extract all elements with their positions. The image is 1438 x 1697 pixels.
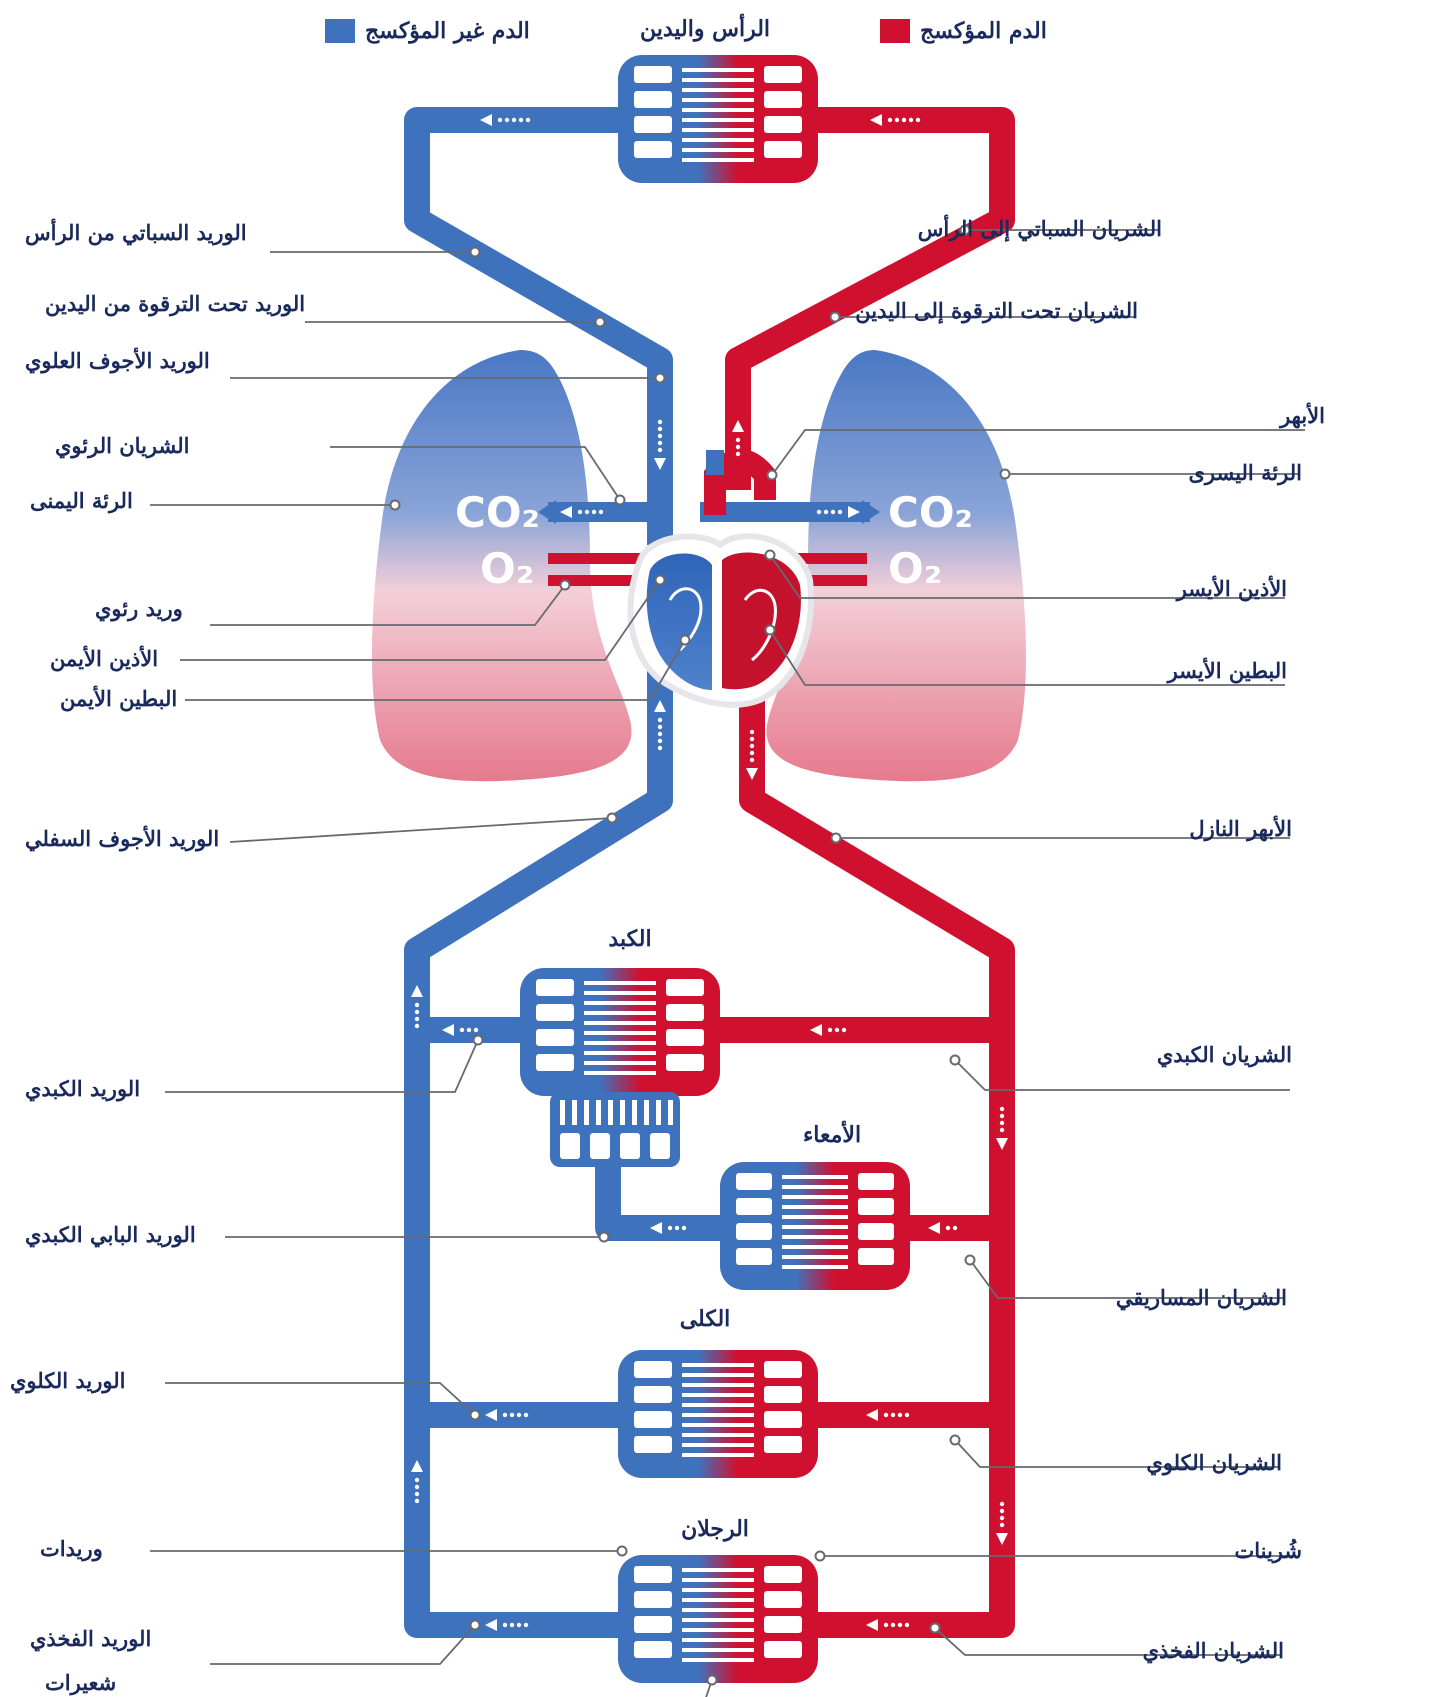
organ-kidneys: الكلى — [680, 1308, 731, 1330]
capillary-bed-kidneys — [618, 1350, 818, 1478]
label-femoral-artery: الشريان الفخذي — [1143, 1640, 1284, 1661]
label-mesenteric-artery: الشريان المساريقي — [1116, 1287, 1287, 1308]
organ-liver: الكبد — [608, 928, 651, 950]
label-renal-vein: الوريد الكلوي — [10, 1370, 125, 1391]
label-right-lung: الرئة اليمنى — [30, 490, 133, 511]
legend-oxygenated-swatch — [880, 19, 910, 43]
heart — [630, 536, 810, 705]
o2-label-left: O₂ — [480, 548, 534, 590]
o2-label-right: O₂ — [888, 548, 942, 590]
label-descending-aorta: الأبهر النازل — [1189, 818, 1292, 839]
label-left-ventricle: البطين الأيسر — [1168, 660, 1287, 681]
portal-capillary-bed — [550, 1092, 680, 1167]
label-venules: وريدات — [40, 1538, 103, 1559]
label-subclavian-artery: الشريان تحت الترقوة إلى اليدين — [855, 300, 1138, 321]
label-superior-vena-cava: الوريد الأجوف العلوي — [25, 350, 210, 371]
capillary-bed-liver — [520, 968, 720, 1096]
legend-deoxygenated-label: الدم غير المؤكسج — [365, 18, 530, 44]
label-inferior-vena-cava: الوريد الأجوف السفلي — [25, 828, 219, 849]
label-pulmonary-vein: وريد رئوي — [95, 598, 183, 619]
organ-legs: الرجلان — [681, 1518, 749, 1540]
label-pulmonary-artery: الشريان الرئوي — [55, 435, 189, 456]
legend-oxygenated: الدم المؤكسج — [880, 18, 1047, 44]
label-aorta: الأبهر — [1280, 405, 1325, 426]
organ-intestines: الأمعاء — [803, 1124, 861, 1146]
label-right-ventricle: البطين الأيمن — [60, 688, 177, 709]
label-jugular-vein: الوريد السباتي من الرأس — [25, 222, 247, 243]
legend-oxygenated-label: الدم المؤكسج — [920, 18, 1047, 44]
label-hepatic-vein: الوريد الكبدي — [25, 1078, 140, 1099]
legend-deoxygenated-swatch — [325, 19, 355, 43]
organ-head-arms: الرأس واليدين — [640, 18, 770, 40]
co2-label-right: CO₂ — [888, 492, 973, 534]
label-subclavian-vein: الوريد تحت الترقوة من اليدين — [45, 293, 305, 314]
label-capillaries: شعيرات — [45, 1672, 116, 1693]
capillary-bed-intestines — [720, 1162, 910, 1290]
label-carotid-artery: الشريان السباتي إلى الرأس — [918, 218, 1162, 239]
label-renal-artery: الشريان الكلوي — [1146, 1452, 1282, 1473]
legend-deoxygenated: الدم غير المؤكسج — [325, 18, 530, 44]
label-hepatic-artery: الشريان الكبدي — [1157, 1044, 1292, 1065]
label-right-atrium: الأذين الأيمن — [50, 648, 158, 669]
capillary-bed-head — [618, 55, 818, 183]
label-left-lung: الرئة اليسرى — [1188, 462, 1302, 483]
label-portal-vein: الوريد البابي الكبدي — [25, 1224, 196, 1245]
label-left-atrium: الأذين الأيسر — [1177, 578, 1287, 599]
label-arterioles: شُرينات — [1234, 1540, 1302, 1561]
co2-label-left: CO₂ — [455, 492, 540, 534]
label-femoral-vein: الوريد الفخذي — [30, 1628, 151, 1649]
capillary-bed-legs — [618, 1555, 818, 1683]
